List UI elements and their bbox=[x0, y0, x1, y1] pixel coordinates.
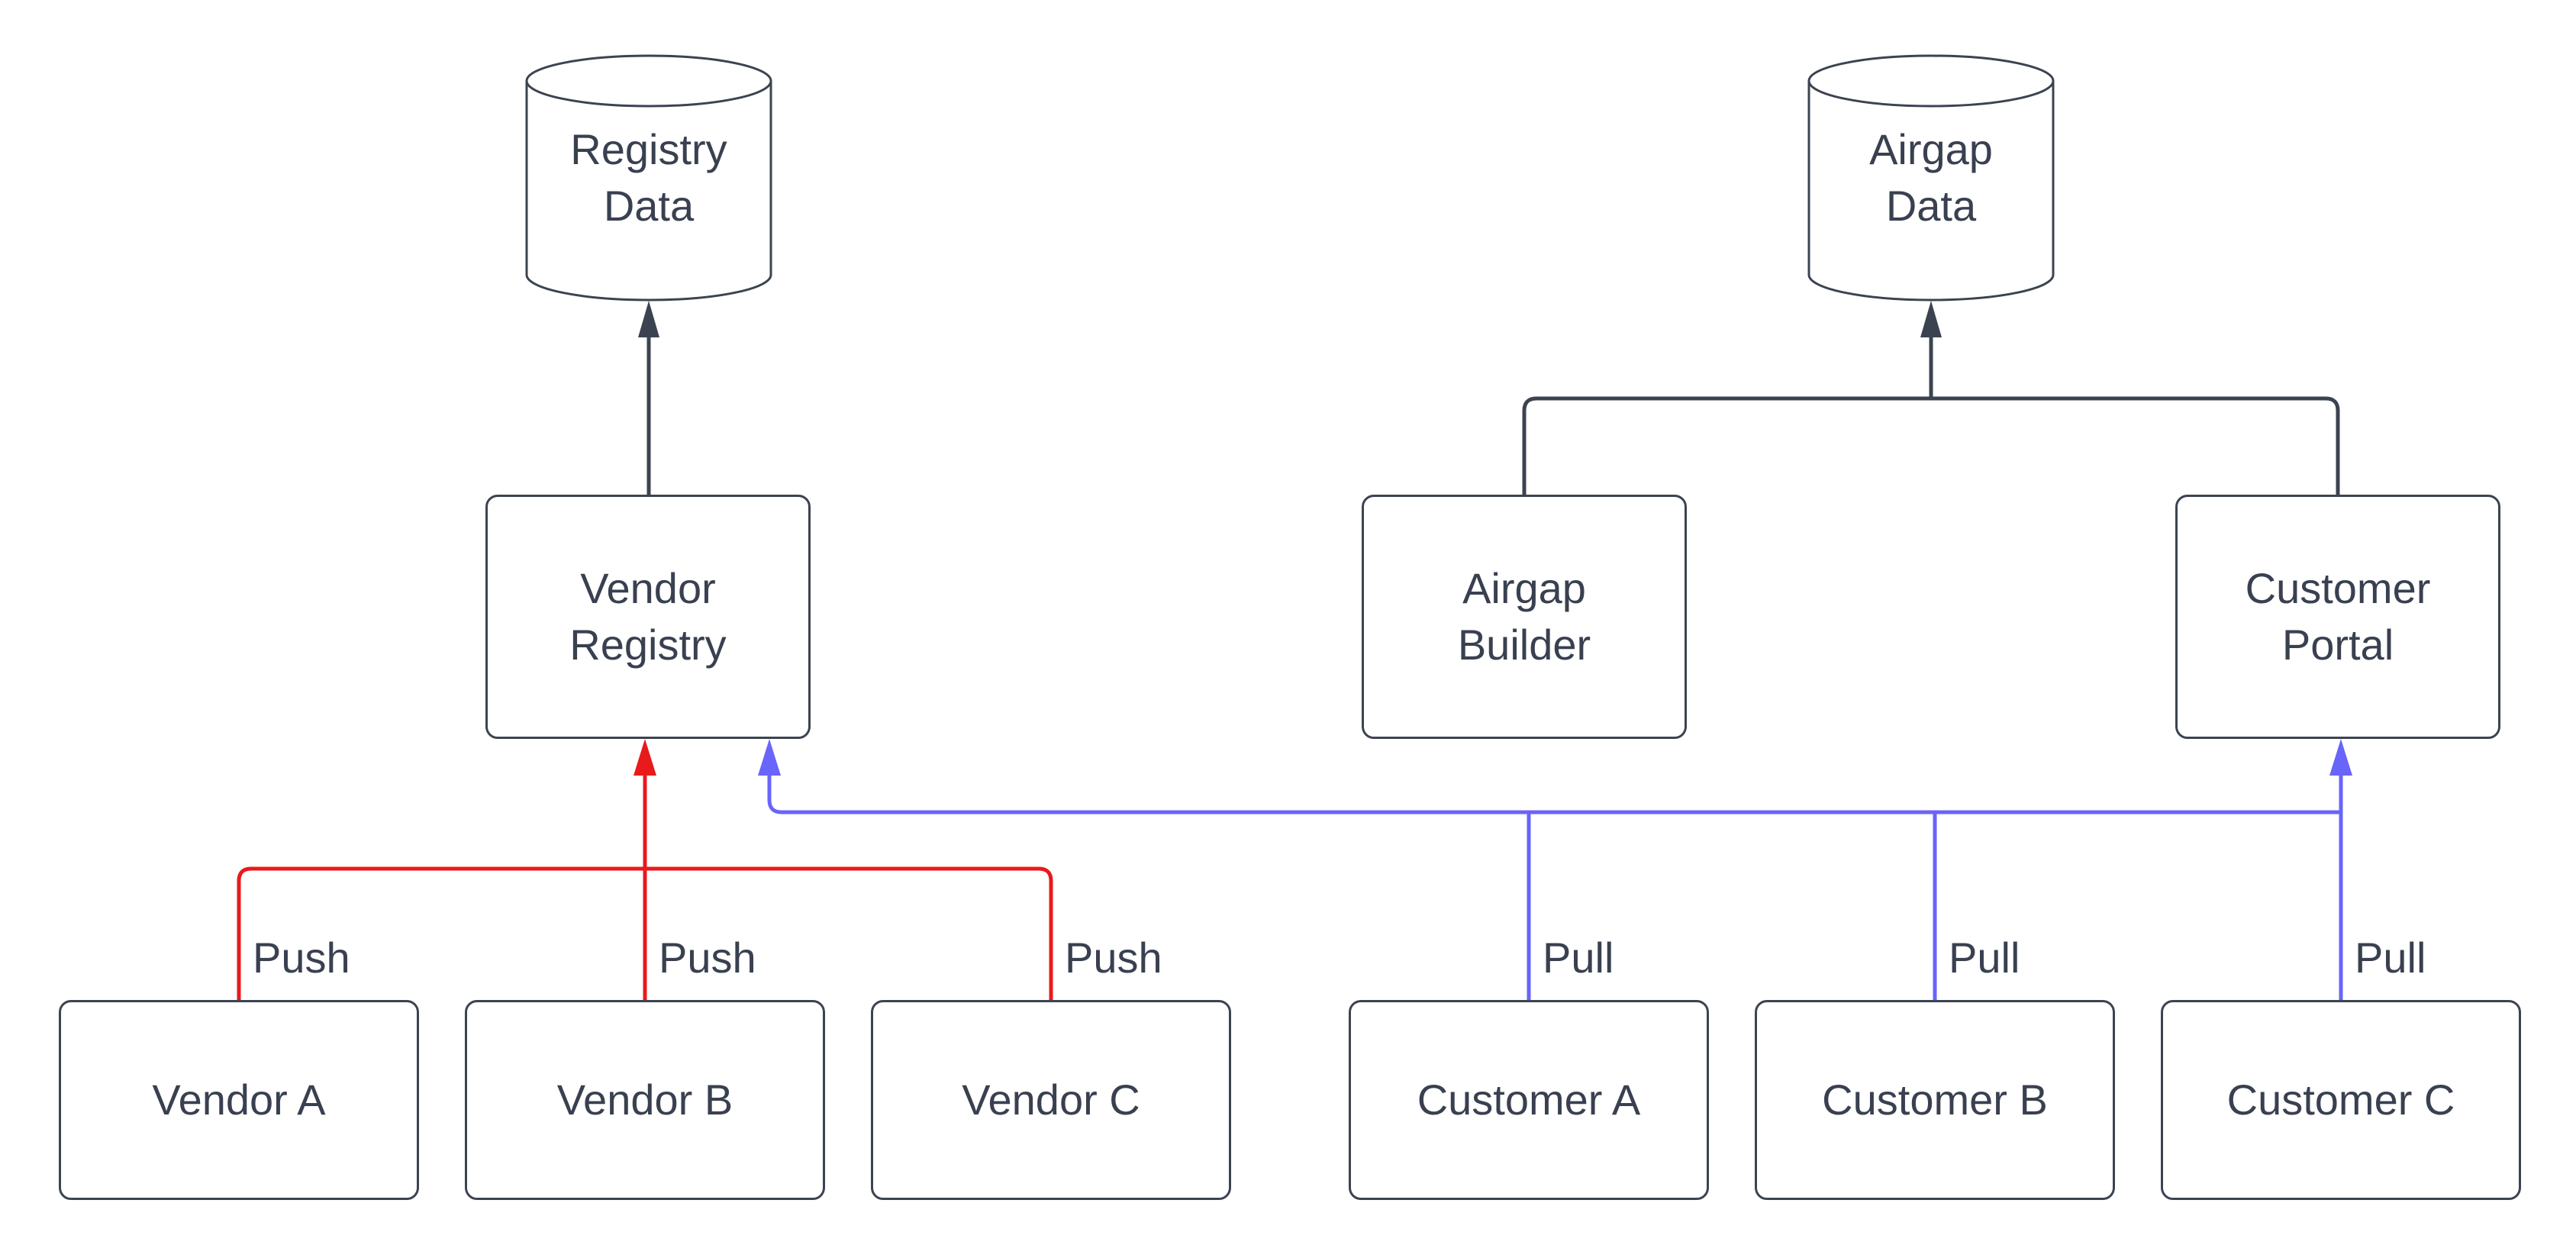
vendor-a-label: Vendor A bbox=[152, 1076, 326, 1124]
registry-data-cylinder bbox=[525, 54, 772, 302]
vendor-registry-line1: Vendor bbox=[580, 564, 716, 612]
node-customer-b: Customer B bbox=[1755, 1000, 2115, 1200]
arrowhead-pull-customer-portal bbox=[2329, 739, 2352, 776]
push-label-vendor-a: Push bbox=[253, 934, 350, 982]
registry-data-label: Registry Data bbox=[527, 121, 771, 235]
pull-label-customer-b: Pull bbox=[1949, 934, 2020, 982]
arrowhead-push-vendor-registry bbox=[634, 739, 656, 776]
node-customer-c: Customer C bbox=[2161, 1000, 2521, 1200]
airgap-data-cylinder bbox=[1807, 54, 2055, 302]
customer-a-label: Customer A bbox=[1417, 1076, 1641, 1124]
airgap-builder-line1: Airgap bbox=[1462, 564, 1586, 612]
node-vendor-registry: Vendor Registry bbox=[485, 495, 811, 739]
pull-label-customer-c: Pull bbox=[2355, 934, 2426, 982]
arrowhead-airgap-data bbox=[1920, 301, 1942, 337]
push-label-vendor-b: Push bbox=[659, 934, 756, 982]
airgap-data-line1: Airgap bbox=[1869, 125, 1993, 173]
push-label-vendor-c: Push bbox=[1065, 934, 1162, 982]
edge-builder-portal-bus bbox=[1522, 396, 2340, 495]
edge-pull-bus bbox=[767, 774, 2341, 814]
node-vendor-c: Vendor C bbox=[871, 1000, 1231, 1200]
arrowhead-registry-data bbox=[638, 301, 659, 337]
node-airgap-builder: Airgap Builder bbox=[1362, 495, 1687, 739]
vendor-registry-line2: Registry bbox=[569, 621, 727, 669]
customer-b-label: Customer B bbox=[1822, 1076, 2048, 1124]
cylinder-top bbox=[525, 54, 772, 108]
registry-data-line1: Registry bbox=[570, 125, 727, 173]
airgap-builder-line2: Builder bbox=[1457, 621, 1591, 669]
customer-portal-line1: Customer bbox=[2245, 564, 2431, 612]
cylinder-top bbox=[1807, 54, 2055, 108]
pull-label-customer-a: Pull bbox=[1543, 934, 1614, 982]
vendor-b-label: Vendor B bbox=[556, 1076, 733, 1124]
airgap-data-line2: Data bbox=[1885, 182, 1977, 230]
node-vendor-b: Vendor B bbox=[465, 1000, 825, 1200]
customer-c-label: Customer C bbox=[2226, 1076, 2455, 1124]
node-customer-portal: Customer Portal bbox=[2175, 495, 2500, 739]
cylinder-body bbox=[1807, 81, 2055, 302]
registry-data-line2: Data bbox=[603, 182, 695, 230]
airgap-data-label: Airgap Data bbox=[1809, 121, 2053, 235]
arrowhead-pull-vendor-registry bbox=[758, 739, 781, 776]
vendor-c-label: Vendor C bbox=[962, 1076, 1140, 1124]
node-customer-a: Customer A bbox=[1349, 1000, 1709, 1200]
cylinder-body bbox=[525, 81, 772, 302]
customer-portal-line2: Portal bbox=[2281, 621, 2394, 669]
node-vendor-a: Vendor A bbox=[59, 1000, 419, 1200]
